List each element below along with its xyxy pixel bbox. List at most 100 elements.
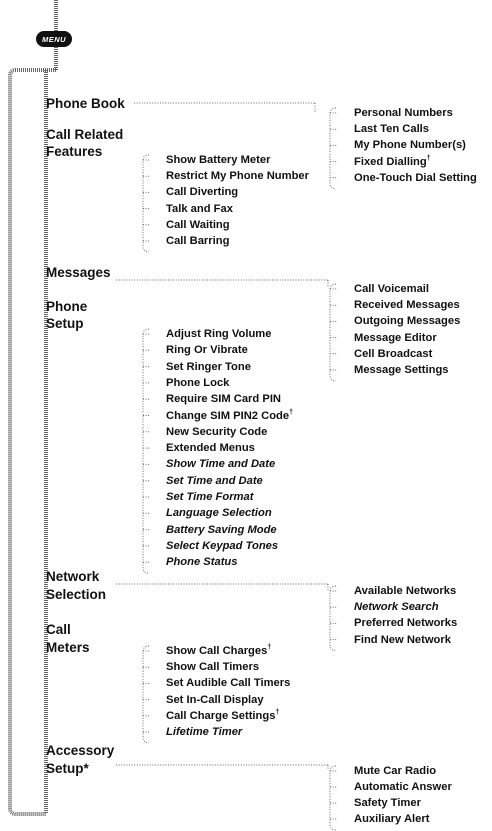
main-loop-rail [8, 68, 56, 816]
menu-item[interactable]: Network Search [354, 602, 439, 613]
menu-item-label: Message Settings [354, 364, 449, 376]
section-phone-setup-label[interactable]: Setup [46, 316, 84, 331]
menu-item[interactable]: Call Voicemail [354, 283, 430, 295]
menu-item-label: Safety Timer [354, 797, 421, 809]
menu-item-label: Set Audible Call Timers [166, 677, 291, 690]
menu-item[interactable]: Call Charge Settings† [166, 708, 280, 722]
menu-item-label: Lifetime Timer [166, 726, 243, 738]
menu-item-label: New Security Code [166, 425, 268, 438]
menu-item-label: Call Voicemail [354, 283, 430, 295]
menu-item[interactable]: Set Ringer Tone [166, 360, 251, 373]
menu-item-label: Show Call Timers [166, 661, 260, 674]
menu-item[interactable]: Mute Car Radio [354, 765, 437, 777]
bracket-network-selection [329, 585, 337, 652]
menu-item-label: Require SIM Card PIN [166, 393, 282, 406]
menu-item-label: Language Selection [166, 507, 272, 520]
menu-item-label: Set Ringer Tone [166, 360, 251, 373]
menu-item[interactable]: Phone Status [166, 557, 237, 568]
section-call-meters-label[interactable]: Meters [46, 640, 90, 655]
menu-item[interactable]: Preferred Networks [354, 618, 457, 629]
menu-item[interactable]: Restrict My Phone Number [166, 171, 309, 182]
section-network-selection-label[interactable]: Selection [46, 587, 107, 602]
menu-item[interactable]: Language Selection [166, 508, 272, 519]
menu-item[interactable]: Available Networks [354, 585, 457, 597]
menu-item[interactable]: Show Call Timers [166, 662, 259, 673]
section-accessory-setup-label[interactable]: Setup* [46, 761, 89, 776]
section-phone-setup-label[interactable]: Phone [46, 299, 88, 314]
menu-item[interactable]: Set Time and Date [166, 475, 263, 487]
menu-item[interactable]: Show Time and Date [166, 459, 275, 470]
section-network-selection-label[interactable]: Network [46, 569, 100, 584]
menu-item[interactable]: Show Call Charges† [166, 644, 272, 657]
section-call-related-label[interactable]: Call Related [46, 127, 124, 142]
menu-item-label: Extended Menus [166, 442, 255, 455]
menu-item-label: Ring Or Vibrate [166, 344, 248, 357]
menu-item[interactable]: Outgoing Messages [354, 316, 460, 327]
menu-item[interactable]: Call Waiting [166, 218, 230, 231]
bracket-messages [329, 283, 337, 382]
section-accessory-setup-label[interactable]: Accessory [46, 743, 115, 758]
menu-item[interactable]: Cell Broadcast [354, 347, 433, 360]
menu-item[interactable]: Safety Timer [354, 797, 421, 809]
menu-item[interactable]: Find New Network [354, 634, 451, 646]
menu-item-label: Message Editor [354, 331, 437, 344]
menu-item-label: Preferred Networks [354, 617, 458, 630]
menu-item[interactable]: Message Editor [354, 331, 437, 344]
menu-item[interactable]: Fixed Dialling† [354, 154, 431, 168]
menu-item-label: Received Messages [354, 299, 460, 312]
menu-item-label: Auxiliary Alert [354, 813, 430, 825]
menu-item[interactable]: Phone Lock [166, 377, 229, 389]
footnote-mark: † [289, 408, 293, 416]
menu-item[interactable]: Talk and Fax [166, 203, 233, 215]
menu-item-label: Set In-Call Display [166, 693, 264, 706]
menu-item-label: Battery Saving Mode [166, 523, 277, 536]
menu-item-label: Call Barring [166, 235, 230, 247]
menu-item[interactable]: Extended Menus [166, 442, 255, 455]
menu-item-label: Outgoing Messages [354, 315, 461, 328]
menu-item-label: Mute Car Radio [354, 765, 437, 777]
menu-item-label: Available Networks [354, 585, 457, 597]
menu-item[interactable]: Battery Saving Mode [166, 523, 277, 536]
section-messages-label[interactable]: Messages [46, 265, 111, 280]
menu-item[interactable]: One-Touch Dial Setting [354, 172, 477, 184]
menu-item-label: Network Search [354, 601, 439, 614]
footnote-mark: † [426, 154, 431, 162]
section-call-meters-label[interactable]: Call [46, 622, 71, 637]
menu-item[interactable]: Select Keypad Tones [166, 540, 278, 552]
menu-item[interactable]: Received Messages [354, 300, 460, 311]
menu-item[interactable]: Set Time Format [166, 491, 253, 503]
footnote-mark: † [275, 708, 280, 716]
menu-item[interactable]: Set Audible Call Timers [166, 678, 290, 689]
menu-item-label: Show Time and Date [166, 458, 276, 471]
menu-item-label: Automatic Answer [354, 781, 452, 793]
menu-item-label: Last Ten Calls [354, 123, 430, 136]
menu-item[interactable]: Call Barring [166, 235, 230, 247]
menu-item[interactable]: Require SIM Card PIN [166, 394, 281, 405]
menu-item[interactable]: Show Battery Meter [166, 154, 270, 166]
menu-item[interactable]: Set In-Call Display [166, 693, 264, 706]
bracket-call-related [142, 154, 150, 253]
menu-item-label: Cell Broadcast [354, 347, 433, 360]
section-phone-book-label[interactable]: Phone Book [46, 96, 125, 111]
menu-item-label: Restrict My Phone Number [166, 170, 309, 183]
menu-item[interactable]: Last Ten Calls [354, 124, 429, 135]
footnote-mark: † [267, 644, 272, 651]
section-call-related-label[interactable]: Features [46, 144, 103, 159]
menu-item[interactable]: Lifetime Timer [166, 726, 243, 738]
menu-item[interactable]: Auxiliary Alert [354, 813, 430, 825]
menu-item[interactable]: My Phone Number(s) [354, 140, 466, 151]
bracket-phone-setup [142, 328, 150, 574]
menu-item[interactable]: Personal Numbers [354, 107, 453, 119]
menu-item[interactable]: Call Diverting [166, 187, 238, 198]
menu-item[interactable]: New Security Code [166, 425, 268, 438]
menu-button[interactable]: MENU [36, 31, 72, 47]
menu-item-label: Change SIM PIN2 Code [166, 409, 290, 422]
menu-item-label: Call Waiting [166, 218, 230, 231]
menu-item[interactable]: Change SIM PIN2 Code† [166, 408, 293, 422]
menu-item[interactable]: Message Settings [354, 364, 449, 376]
menu-item[interactable]: Automatic Answer [354, 781, 452, 793]
menu-item[interactable]: Adjust Ring Volume [166, 328, 271, 340]
menu-item[interactable]: Ring Or Vibrate [166, 345, 248, 356]
